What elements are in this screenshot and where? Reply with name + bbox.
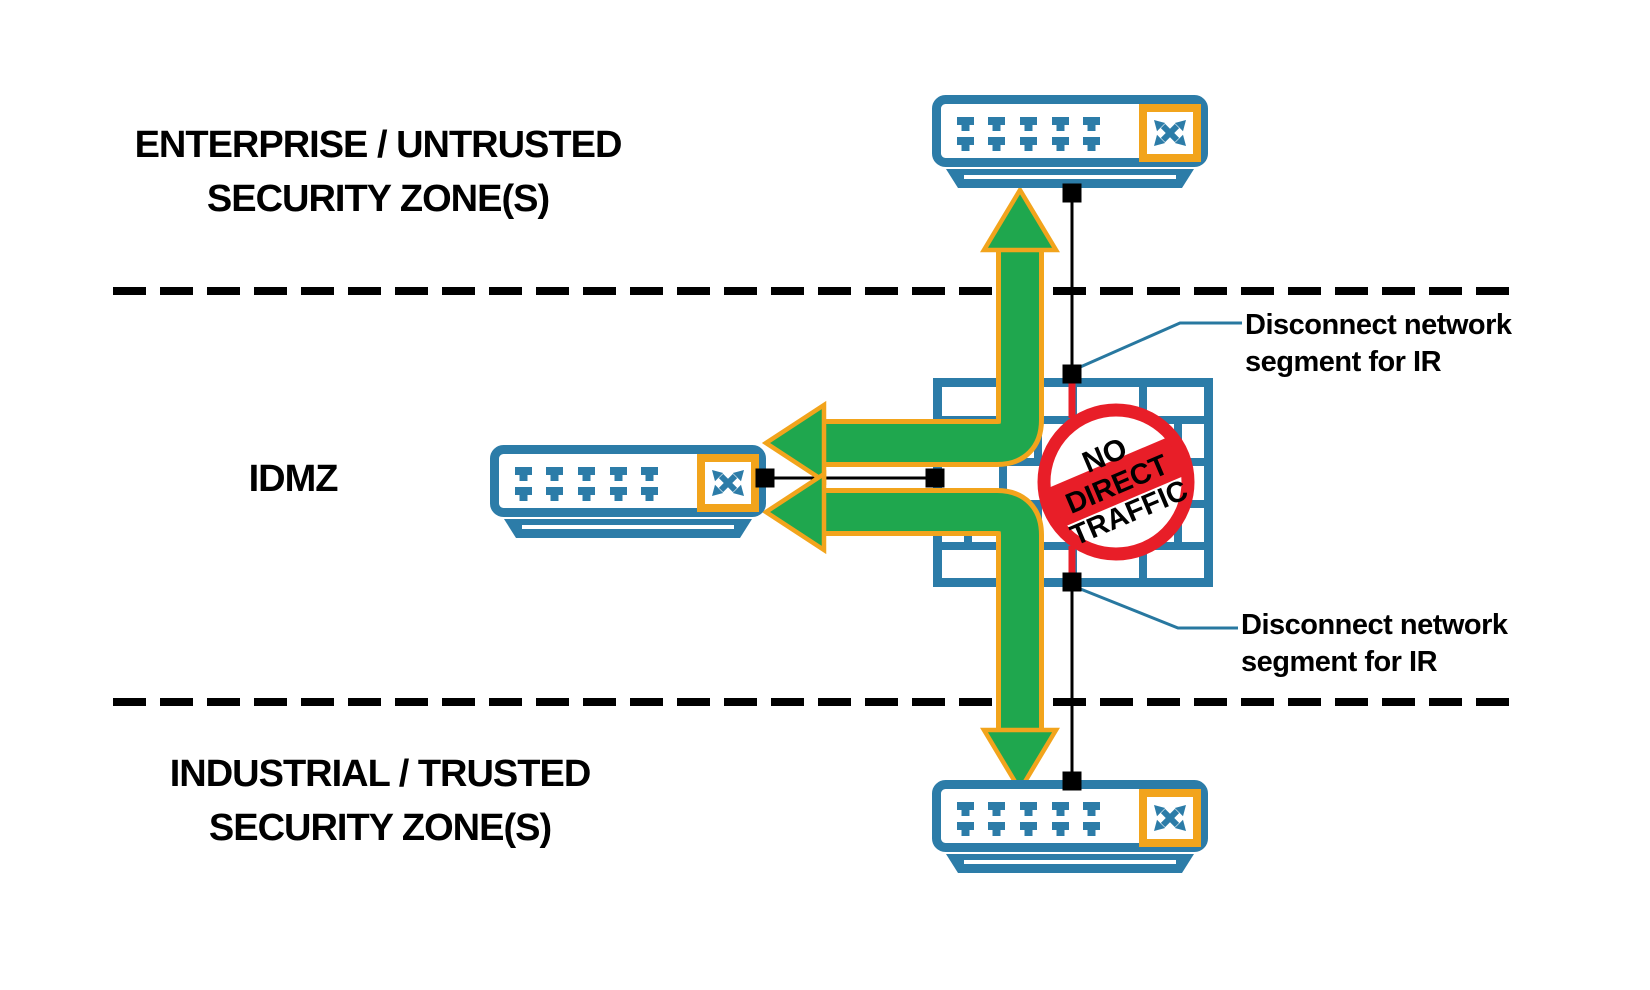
disconnect-callout-top-line1: Disconnect network bbox=[1245, 309, 1512, 341]
enterprise-zone-label-line1: ENTERPRISE / UNTRUSTED bbox=[134, 124, 623, 166]
node-firewall-bottom bbox=[1062, 572, 1082, 592]
enterprise-zone-label: ENTERPRISE / UNTRUSTED SECURITY ZONE(S) bbox=[128, 118, 628, 226]
no-direct-traffic-sign: NO DIRECT TRAFFIC bbox=[1037, 403, 1195, 561]
industrial-zone-label: INDUSTRIAL / TRUSTED SECURITY ZONE(S) bbox=[130, 747, 630, 855]
callout-leader-top bbox=[1077, 321, 1242, 370]
traffic-arrow-enterprise-idmz bbox=[761, 185, 1060, 486]
node-firewall-left bbox=[925, 468, 945, 488]
node-idmz-switch bbox=[755, 468, 775, 488]
connection-nodes bbox=[755, 183, 1082, 791]
node-industrial bbox=[1062, 771, 1082, 791]
disconnect-callout-top: Disconnect network segment for IR bbox=[1245, 307, 1512, 381]
arrowhead-up bbox=[980, 185, 1060, 253]
enterprise-zone-label-line2: SECURITY ZONE(S) bbox=[206, 178, 550, 220]
idmz-switch bbox=[495, 450, 762, 539]
arrowhead-left-lower bbox=[761, 469, 827, 555]
enterprise-switch bbox=[937, 100, 1204, 189]
arrowhead-left-upper bbox=[761, 400, 827, 486]
arrowhead-down bbox=[980, 727, 1060, 795]
disconnect-callout-top-line2: segment for IR bbox=[1245, 346, 1442, 378]
industrial-zone-label-line1: INDUSTRIAL / TRUSTED bbox=[169, 753, 592, 795]
disconnect-callout-bottom-line2: segment for IR bbox=[1241, 646, 1438, 678]
node-enterprise bbox=[1062, 183, 1082, 203]
industrial-zone-label-line2: SECURITY ZONE(S) bbox=[208, 807, 552, 849]
idmz-zone-label-text: IDMZ bbox=[248, 458, 339, 500]
traffic-arrow-idmz-industrial bbox=[761, 469, 1060, 795]
disconnect-callout-bottom: Disconnect network segment for IR bbox=[1241, 607, 1508, 681]
disconnect-callout-bottom-line1: Disconnect network bbox=[1241, 609, 1508, 641]
idmz-zone-label: IDMZ bbox=[193, 452, 393, 506]
industrial-switch bbox=[937, 785, 1204, 874]
callout-leader-bottom bbox=[1077, 586, 1238, 630]
node-firewall-top bbox=[1062, 364, 1082, 384]
